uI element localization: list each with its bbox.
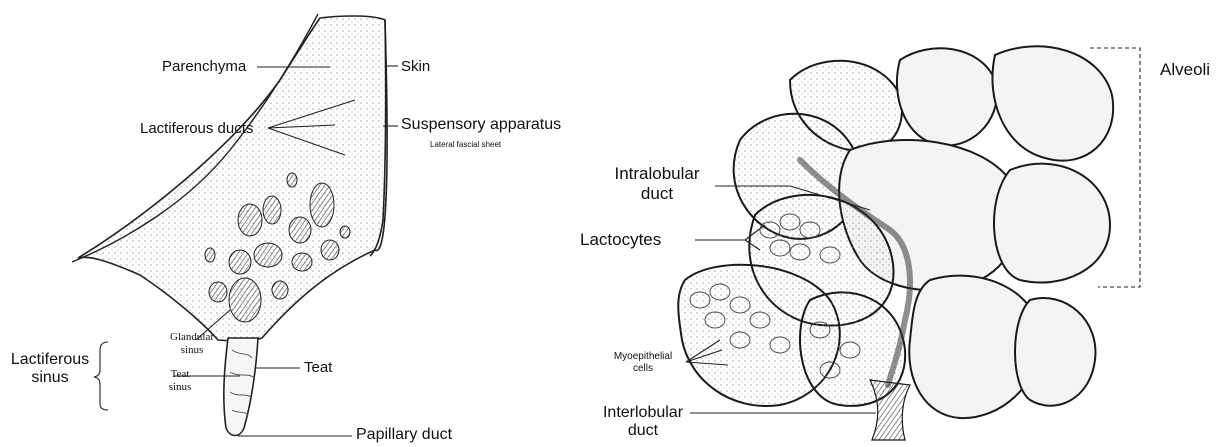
label-interlobular-duct-line2: duct	[596, 422, 690, 440]
label-glandular-sinus: Glandular sinus	[160, 331, 224, 356]
label-teat-sinus-line2: sinus	[160, 381, 200, 394]
label-myoepithelial-cells-line2: cells	[602, 363, 684, 375]
label-intralobular-duct-line2: duct	[602, 184, 712, 204]
label-skin: Skin	[401, 58, 430, 75]
label-intralobular-duct-line1: Intralobular	[602, 164, 712, 184]
lobule-illustration	[678, 46, 1113, 440]
label-interlobular-duct: Interlobular duct	[596, 404, 690, 441]
label-lactiferous-sinus-line2: sinus	[4, 369, 96, 387]
label-interlobular-duct-line1: Interlobular	[596, 404, 690, 422]
label-teat-sinus: Teat sinus	[160, 368, 200, 393]
udder-section-illustration	[72, 14, 398, 436]
alveolus-right	[994, 164, 1110, 283]
label-papillary-duct: Papillary duct	[356, 426, 452, 444]
alveolus-top-right	[992, 46, 1113, 160]
label-glandular-sinus-line1: Glandular	[160, 331, 224, 344]
label-teat: Teat	[304, 359, 332, 376]
label-lactiferous-sinus-line1: Lactiferous	[4, 351, 96, 369]
label-lateral-fascial-sheet: Lateral fascial sheet	[430, 140, 501, 149]
interlobular-duct	[870, 380, 910, 440]
alveolus-far-right	[1015, 298, 1095, 406]
label-intralobular-duct: Intralobular duct	[602, 164, 712, 203]
teat-outline	[224, 338, 258, 436]
label-glandular-sinus-line2: sinus	[160, 344, 224, 357]
label-lactocytes: Lactocytes	[580, 230, 661, 250]
label-alveoli: Alveoli	[1160, 60, 1210, 80]
label-lactiferous-ducts: Lactiferous ducts	[140, 120, 253, 137]
alveolus-top-middle	[897, 48, 997, 145]
label-suspensory-apparatus: Suspensory apparatus	[401, 116, 561, 134]
label-lactiferous-sinus: Lactiferous sinus	[4, 351, 96, 388]
label-teat-sinus-line1: Teat	[160, 368, 200, 381]
label-myoepithelial-cells: Myoepithelial cells	[602, 351, 684, 374]
label-parenchyma: Parenchyma	[162, 58, 246, 75]
label-myoepithelial-cells-line1: Myoepithelial	[602, 351, 684, 363]
